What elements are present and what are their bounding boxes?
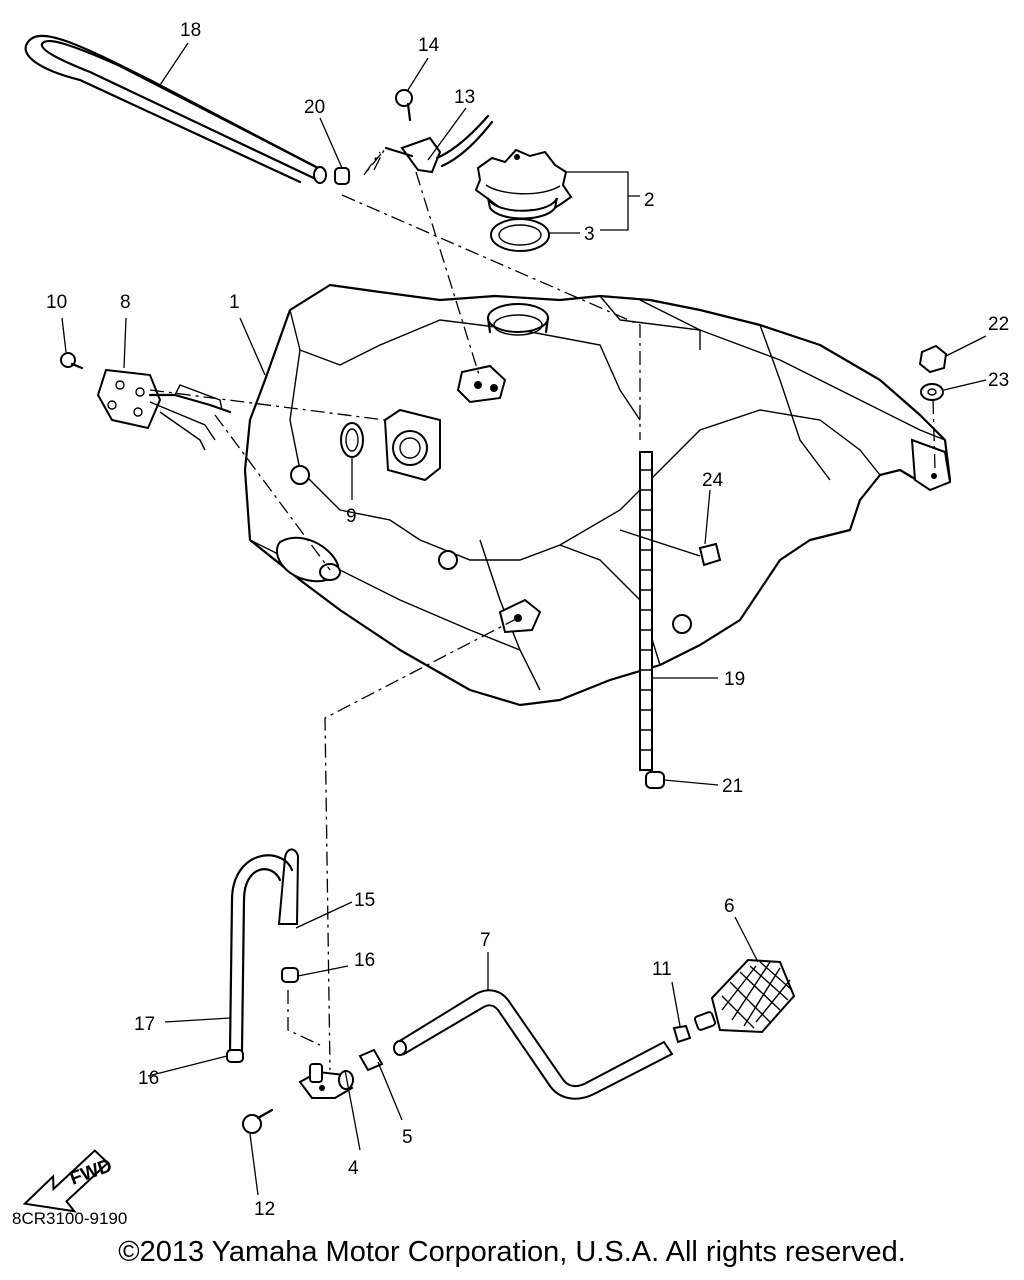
drain-hose-19	[639, 451, 653, 771]
callout-3: 3	[584, 224, 595, 245]
cap-gasket	[490, 218, 550, 252]
copyright-notice: ©2013 Yamaha Motor Corporation, U.S.A. A…	[118, 1236, 906, 1268]
fwd-label: FWD	[67, 1155, 115, 1190]
callout-19: 19	[724, 669, 745, 690]
callout-4: 4	[348, 1158, 359, 1179]
screw-14	[395, 89, 413, 122]
fuel-hose-7	[393, 989, 674, 1100]
callout-21: 21	[722, 776, 743, 797]
callout-9: 9	[346, 506, 357, 527]
callout-11: 11	[652, 959, 672, 980]
assembly-lines	[149, 149, 936, 1071]
fuel-cock	[298, 1063, 354, 1099]
callout-24: 24	[702, 470, 724, 491]
clip-20	[334, 167, 350, 185]
callout-6: 6	[724, 896, 735, 917]
nut-22	[918, 344, 948, 374]
callout-7: 7	[480, 930, 491, 951]
breather-hose-18	[24, 34, 327, 184]
vent-fitting	[384, 114, 494, 174]
callout-18: 18	[180, 20, 201, 41]
callout-15: 15	[354, 890, 375, 911]
hose-15	[277, 848, 300, 925]
callout-16-lower: 16	[138, 1068, 159, 1089]
callout-10: 10	[46, 292, 67, 313]
callout-20: 20	[304, 97, 325, 118]
hose-joint	[358, 1048, 384, 1072]
callout-22: 22	[988, 314, 1009, 335]
callout-1: 1	[229, 292, 240, 313]
diagram-code: 8CR3100-9190	[12, 1209, 127, 1228]
callout-13: 13	[454, 87, 475, 108]
fuel-filter	[693, 958, 796, 1034]
callout-12: 12	[254, 1199, 275, 1220]
callout-2: 2	[644, 190, 655, 211]
washer-23	[920, 383, 944, 401]
breather-hose-17	[228, 854, 294, 1052]
callout-23: 23	[988, 370, 1009, 391]
band-24	[619, 529, 722, 567]
bolt-12	[242, 1108, 274, 1134]
clip-21	[645, 771, 665, 789]
screw-10	[60, 352, 84, 370]
leader-lines	[61, 42, 987, 1196]
callout-14: 14	[418, 35, 440, 56]
clip-16-lower	[226, 1049, 244, 1063]
fuel-sender	[96, 368, 232, 451]
callouts: 1 2 3 4 5 6 7 8 9 10 11 12 13 14 15 16 1…	[46, 20, 1009, 1220]
clip-11	[672, 1024, 692, 1044]
fuel-cap	[474, 148, 573, 220]
callout-5: 5	[402, 1127, 413, 1148]
fuel-tank	[243, 283, 952, 707]
callout-17: 17	[134, 1014, 155, 1035]
o-ring	[340, 422, 364, 458]
callout-8: 8	[120, 292, 131, 313]
callout-16-upper: 16	[354, 950, 375, 971]
clip-16-upper	[281, 967, 299, 983]
